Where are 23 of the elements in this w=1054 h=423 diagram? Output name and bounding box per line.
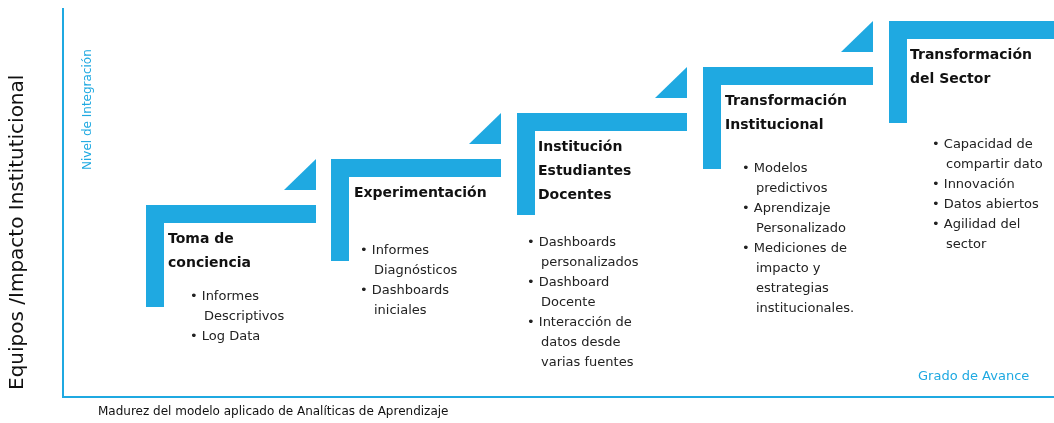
bullet-item: • Informes Diagnósticos [360, 241, 459, 279]
step-heading: Transformación del Sector [910, 45, 1033, 88]
bullet-item: • Innovación [932, 175, 1016, 193]
step-heading: Institución Estudiantes Docentes [538, 137, 633, 204]
axis-title: Equipos /Impacto Instituticional [4, 73, 28, 390]
axis-label: Grado de Avance [918, 368, 1030, 383]
bullet-item: • Informes Descriptivos [190, 287, 286, 325]
bullet-item: • Dashboard Docente [527, 273, 611, 311]
bullet-item: • Aprendizaje Personalizado [742, 199, 847, 237]
bullet-item: • Dashboards iniciales [360, 281, 451, 319]
bullet-item: • Mediciones de impacto y estrategias institucionales. [742, 239, 856, 317]
bullet-item: • Log Data [190, 327, 262, 345]
axis-title: Madurez del modelo aplicado de Analíticas de Aprendizaje [98, 404, 449, 418]
step-heading: Experimentación [354, 183, 488, 202]
bullet-item: • Capacidad de compartir dato [932, 135, 1044, 173]
bullet-item: • Interacción de datos desde varias fuentes [527, 313, 635, 371]
bullet-item: • Dashboards personalizados [527, 233, 640, 271]
step-heading: Toma de conciencia [168, 229, 252, 272]
bullet-item: • Modelos predictivos [742, 159, 829, 197]
bullet-item: • Datos abiertos [932, 195, 1040, 213]
bullet-item: • Agilidad del sector [932, 215, 1022, 253]
axis-label: Nivel de Integración [80, 48, 94, 170]
step-heading: Transformación Institucional [725, 91, 848, 134]
